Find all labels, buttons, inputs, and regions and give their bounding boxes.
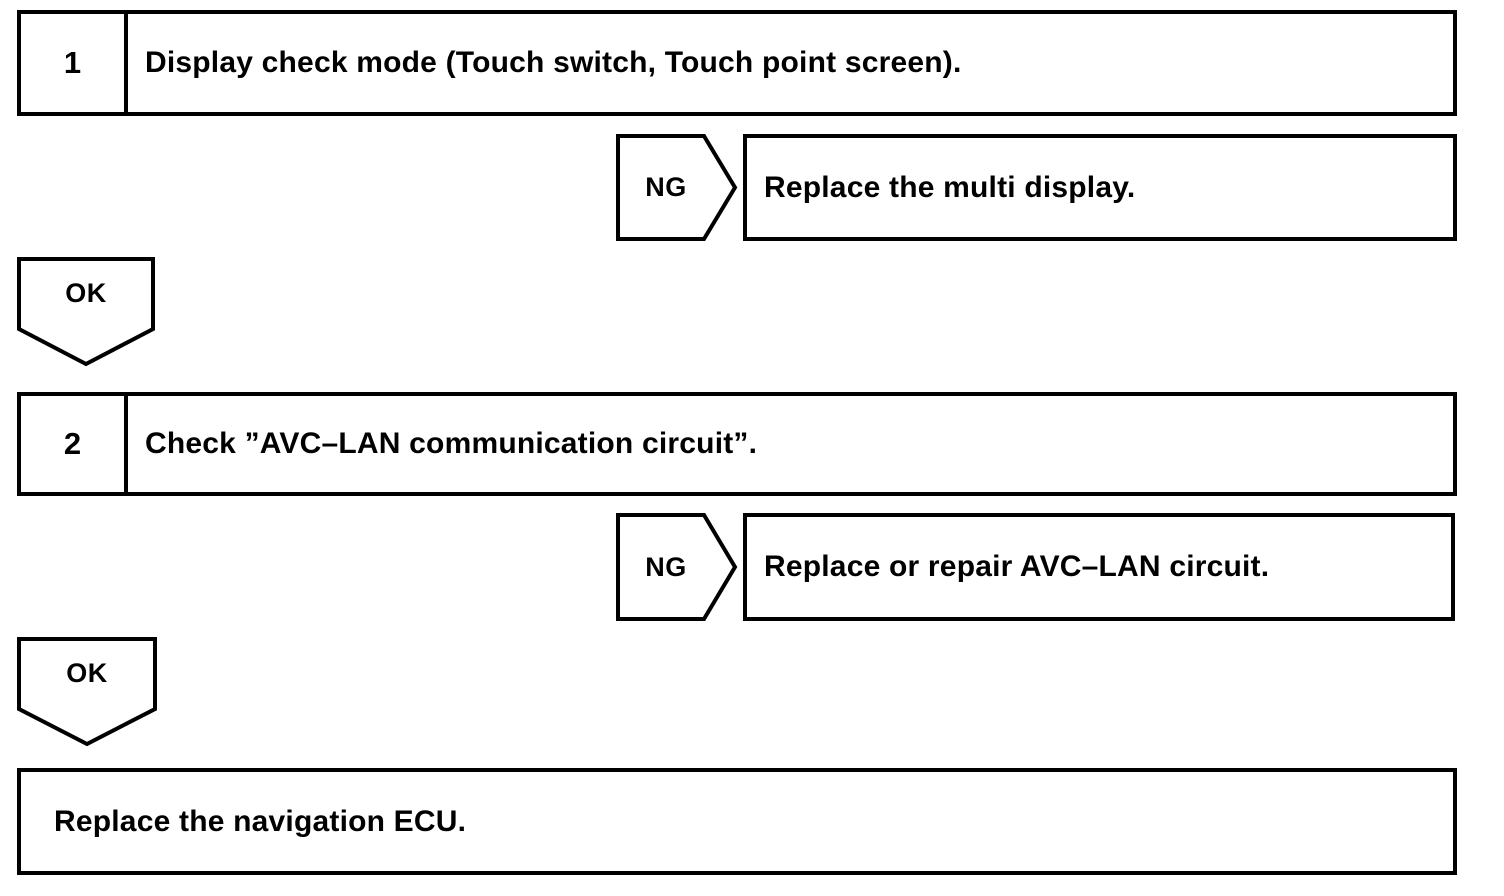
ok-arrow-1: OK	[17, 257, 155, 367]
ng-arrow-1: NG	[616, 134, 738, 241]
ng-arrow-2: NG	[616, 513, 738, 621]
step-box-2: 2 Check ”AVC–LAN communication circuit”.	[17, 392, 1457, 496]
ng-arrow-label-1: NG	[645, 172, 687, 202]
step-number-1: 1	[21, 14, 128, 112]
step-text-2: Check ”AVC–LAN communication circuit”.	[145, 427, 758, 460]
ng-arrow-label-2: NG	[645, 551, 687, 582]
branch-result-box-1: Replace the multi display.	[743, 134, 1457, 241]
branch-result-box-2: Replace or repair AVC–LAN circuit.	[743, 513, 1455, 621]
ok-arrow-label-1: OK	[65, 277, 107, 308]
ok-arrow-label-2: OK	[66, 657, 108, 688]
final-result-box: Replace the navigation ECU.	[17, 768, 1457, 875]
step-number-2: 2	[21, 396, 128, 492]
step-box-1: 1 Display check mode (Touch switch, Touc…	[17, 10, 1457, 116]
step-text-1: Display check mode (Touch switch, Touch …	[145, 46, 962, 79]
ok-arrow-2: OK	[17, 637, 157, 747]
